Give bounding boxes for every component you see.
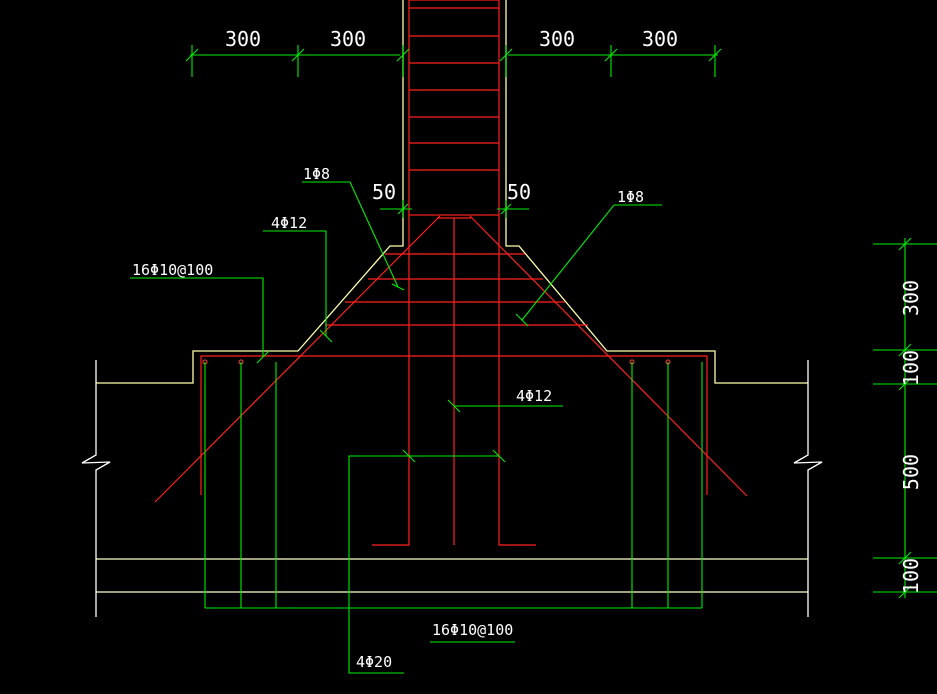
rebar-labels: 1Φ8 1Φ8 4Φ12 16Φ10@100 4Φ12 16Φ10@100 4Φ…	[132, 165, 644, 671]
dim-offset-right: 50	[507, 180, 531, 204]
column-bar-right	[498, 215, 536, 546]
rebar-red	[154, 0, 748, 546]
dim-offset-left: 50	[372, 180, 396, 204]
label-stirrup-left: 1Φ8	[303, 165, 330, 183]
right-break-line	[793, 360, 823, 617]
dim-top-2: 300	[330, 27, 366, 51]
label-bottom-bars-upper: 16Φ10@100	[132, 261, 213, 279]
column-stirrup-outline	[408, 0, 500, 216]
dim-right-4: 100	[899, 558, 923, 594]
label-bars-center: 4Φ12	[516, 387, 552, 405]
dimension-texts: 300 300 300 300 50 50 300 100 500 100	[225, 27, 923, 594]
dim-right-1: 300	[899, 280, 923, 316]
label-bars-column: 4Φ20	[356, 653, 392, 671]
dim-top-4: 300	[642, 27, 678, 51]
dim-top-1: 300	[225, 27, 261, 51]
diagonal-bar-right	[469, 215, 748, 497]
label-stirrup-right: 1Φ8	[617, 188, 644, 206]
dim-top-3: 300	[539, 27, 575, 51]
label-bars-haunch: 4Φ12	[271, 214, 307, 232]
footing-outline-right	[505, 0, 808, 384]
left-break-line	[81, 360, 111, 617]
column-bar-left	[372, 215, 410, 546]
slab-lines	[96, 558, 808, 593]
diagonal-bar-left	[154, 215, 441, 503]
bar-section-dots	[202, 359, 671, 365]
label-bottom-bars-lower: 16Φ10@100	[432, 621, 513, 639]
dim-right-3: 500	[899, 454, 923, 490]
break-lines	[81, 360, 823, 617]
concrete-outline	[96, 0, 808, 384]
dim-right-2: 100	[899, 350, 923, 386]
green-lines	[130, 45, 937, 674]
footing-outline	[96, 0, 404, 384]
